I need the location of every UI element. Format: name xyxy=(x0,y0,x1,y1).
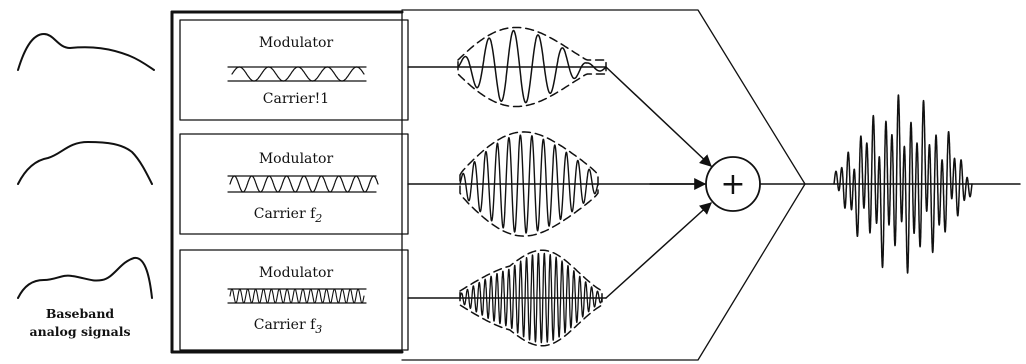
modulator-label-3: Modulator xyxy=(259,265,334,281)
summer-arrows xyxy=(605,66,712,299)
channel-lines xyxy=(407,66,701,299)
carrier-wave-3 xyxy=(227,288,367,304)
carrier-wave-2 xyxy=(227,175,379,193)
plus-sign: + xyxy=(720,167,745,202)
caption-line-1: Baseband xyxy=(46,306,115,321)
baseband-signals: Baseband analog signals xyxy=(17,33,155,339)
modulated-signal-3 xyxy=(459,249,603,347)
carrier-label-1: Carrier!1 xyxy=(263,91,329,107)
modulator-label-1: Modulator xyxy=(259,35,334,51)
arrow-channel-1 xyxy=(605,66,712,167)
composite-signal xyxy=(833,94,973,274)
modulator-label-2: Modulator xyxy=(259,151,334,167)
carrier-label-2: Carrier f2 xyxy=(254,206,323,225)
baseband-signal-1 xyxy=(17,33,155,71)
carrier-label-3: Carrier f3 xyxy=(254,317,323,336)
baseband-signal-3 xyxy=(17,256,153,299)
modulated-signal-2 xyxy=(459,131,599,237)
modulator-box-2: Modulator Carrier f2 xyxy=(179,133,409,235)
modulator-bank xyxy=(170,10,404,354)
modulator-box-1: Modulator Carrier!1 xyxy=(179,19,409,121)
carrier-wave-1 xyxy=(227,66,367,82)
baseband-signal-2 xyxy=(17,141,153,185)
arrow-channel-3 xyxy=(605,202,712,299)
modulated-signal-1 xyxy=(457,26,607,108)
summing-junction: + xyxy=(705,156,761,212)
caption-line-2: analog signals xyxy=(30,324,131,339)
modulator-box-3: Modulator Carrier f3 xyxy=(179,249,409,351)
